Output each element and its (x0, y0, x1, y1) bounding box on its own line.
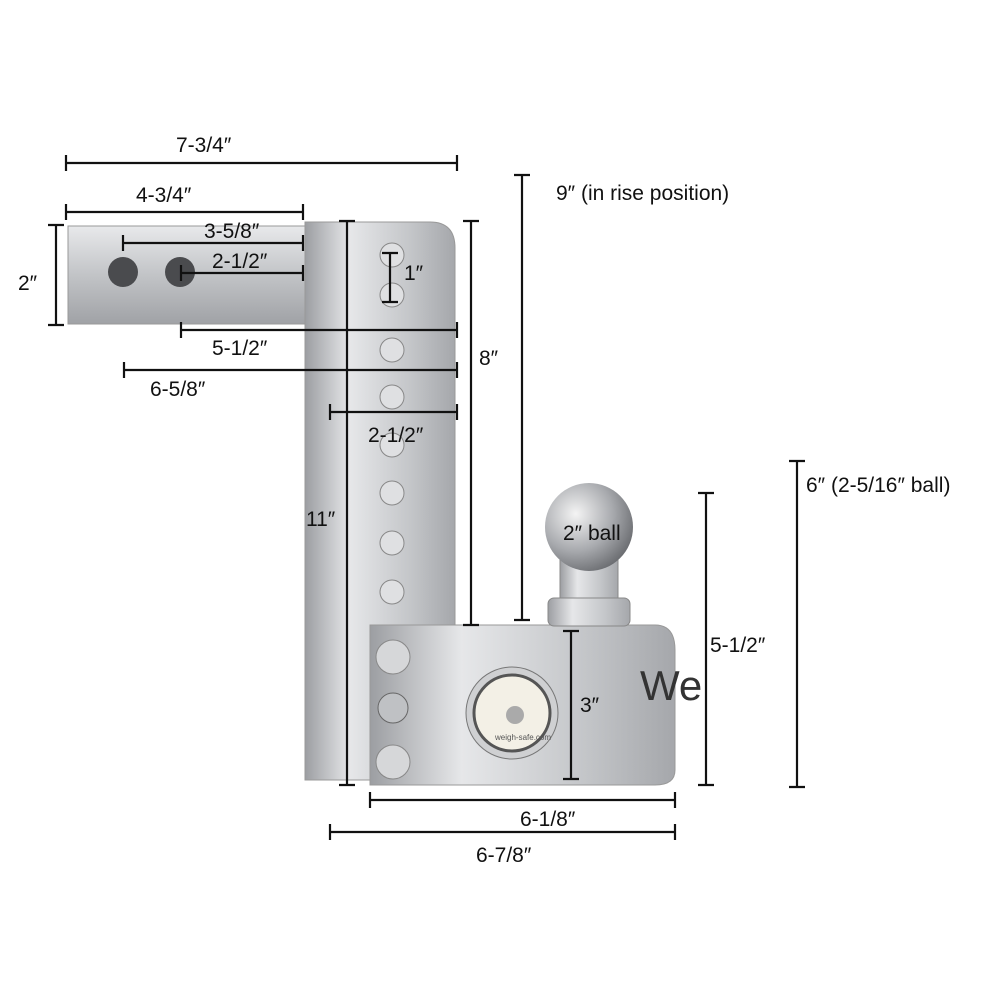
label-rise: 9″ (in rise position) (556, 182, 729, 205)
pin-bottom (375, 744, 411, 780)
ball-base (547, 597, 631, 627)
label-bar-height: 11″ (306, 508, 336, 531)
label-overall-length: 7-3/4″ (176, 134, 232, 157)
label-hole1-back: 6-5/8″ (150, 378, 206, 401)
label-ball-size: 2″ ball (563, 522, 621, 545)
label-shank-height: 2″ (18, 272, 38, 295)
label-drop-range: 8″ (479, 347, 499, 370)
label-head-height: 3″ (580, 694, 600, 717)
label-ball-height-large: 6″ (2-5/16″ ball) (806, 474, 950, 497)
lock (377, 692, 409, 724)
shank-hole (108, 257, 138, 287)
label-hole2-back: 5-1/2″ (212, 337, 268, 360)
hitch-ball (545, 483, 633, 571)
hitch-product: weigh-safe.com We (67, 221, 702, 786)
label-head-length-total: 6-7/8″ (476, 844, 532, 867)
logo: We (640, 662, 702, 709)
label-hole1: 3-5/8″ (204, 220, 260, 243)
label-hole2: 2-1/2″ (212, 250, 268, 273)
weight-gauge: weigh-safe.com (465, 666, 559, 760)
label-shank-length: 4-3/4″ (136, 184, 192, 207)
label-ball-height: 5-1/2″ (710, 634, 766, 657)
svg-text:weigh-safe.com: weigh-safe.com (494, 733, 551, 742)
label-hole-spacing: 1″ (404, 262, 424, 285)
pin-top (375, 639, 411, 675)
dimension-labels: 7-3/4″ 4-3/4″ 3-5/8″ 2-1/2″ 2″ 1″ 5-1/2″… (18, 134, 950, 867)
label-head-length: 6-1/8″ (520, 808, 576, 831)
label-bar-width: 2-1/2″ (368, 424, 424, 447)
dimension-lines (48, 155, 805, 840)
